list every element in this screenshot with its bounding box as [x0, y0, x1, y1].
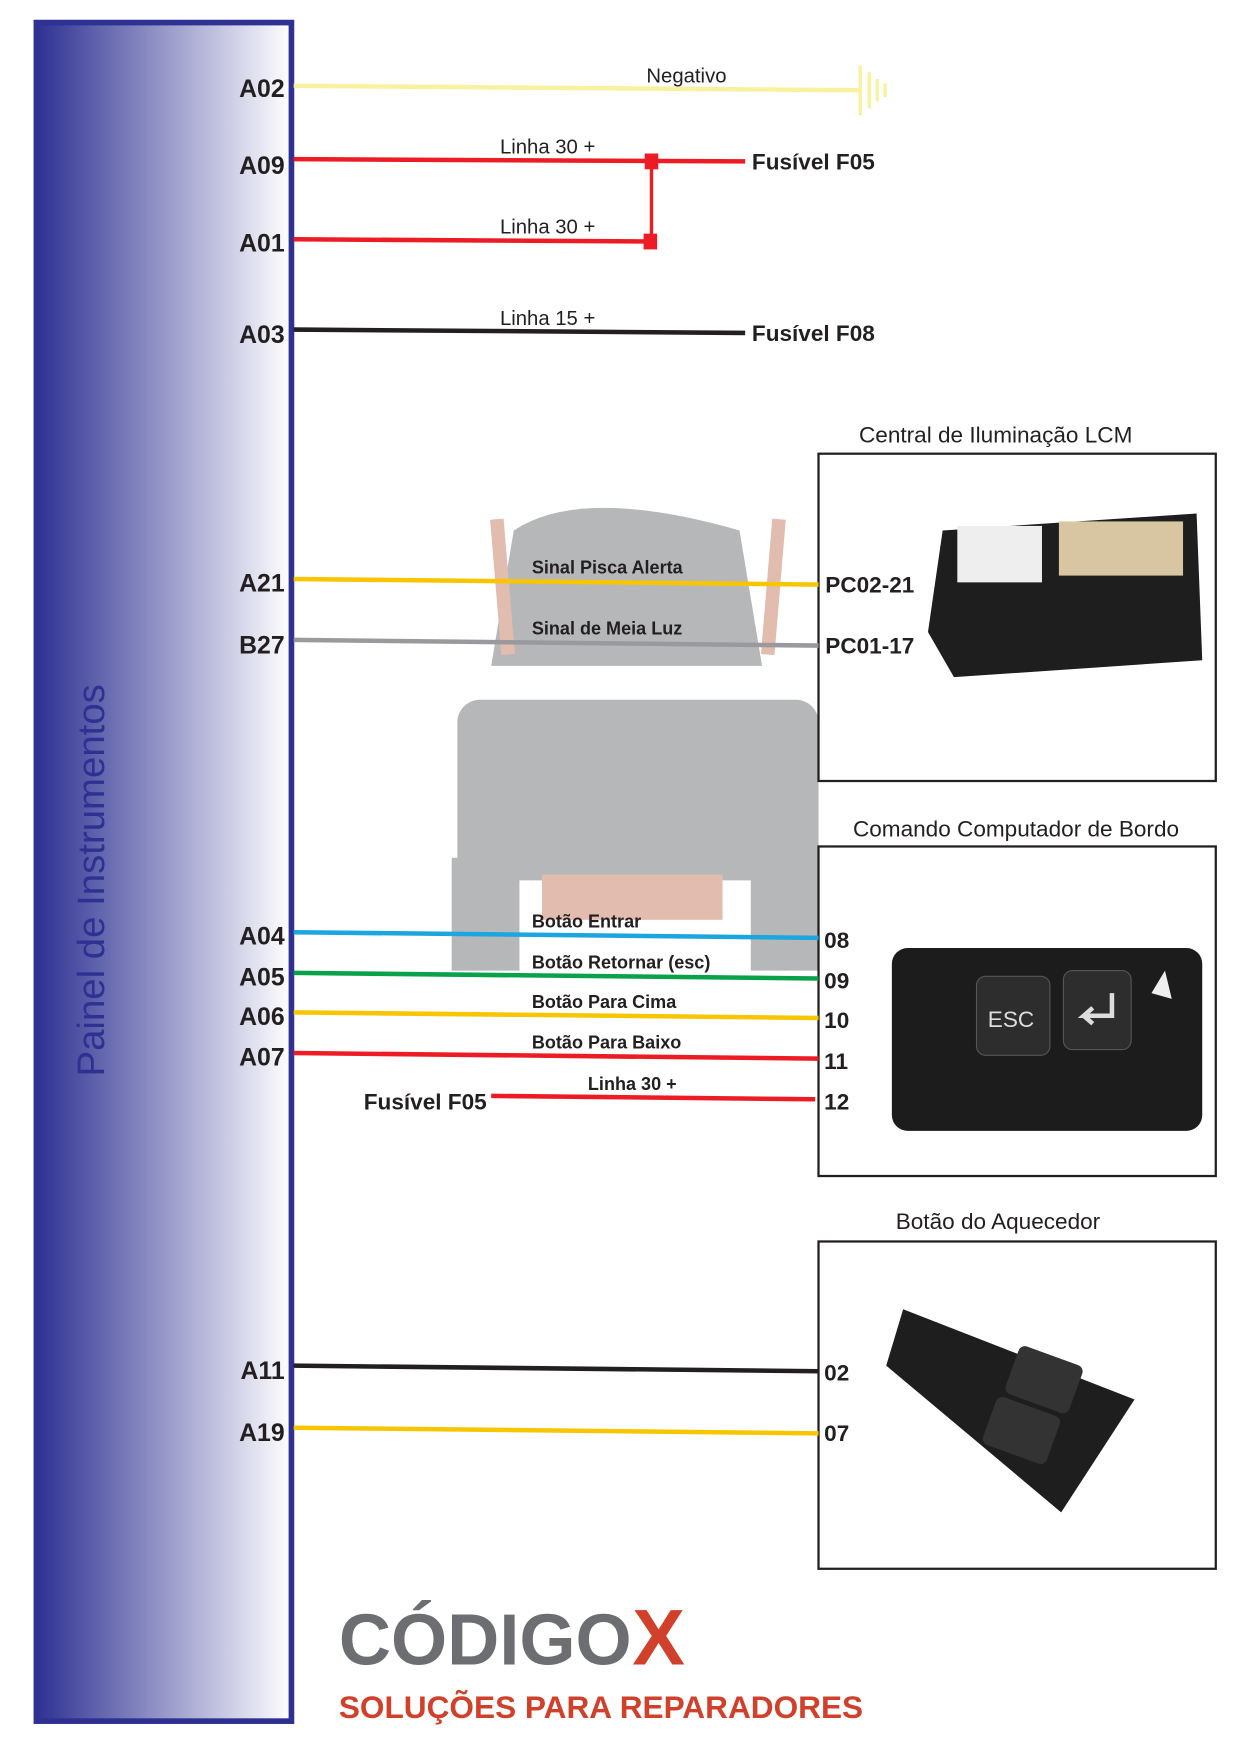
label: 11 — [824, 1049, 848, 1074]
label: Botão Entrar — [532, 912, 641, 932]
wire-a07: A07 Botão Para Baixo 11 — [239, 1032, 848, 1073]
label: A04 — [239, 924, 285, 951]
label: B27 — [239, 632, 285, 659]
panel-title: Painel de Instrumentos — [70, 684, 113, 1076]
heater-box — [817, 1240, 1217, 1570]
lcm-module-image — [927, 513, 1203, 678]
wire-b27: B27 Sinal de Meia Luz PC01-17 — [239, 618, 914, 659]
label: A19 — [239, 1420, 285, 1447]
label: A07 — [239, 1044, 285, 1071]
watermark-brand: CÓDIGO — [339, 1600, 632, 1681]
computer-box — [817, 845, 1217, 1178]
label: Linha 30 + — [588, 1074, 677, 1094]
pin-label: A02 — [239, 76, 285, 103]
watermark-tagline: SOLUÇÕES PARA REPARADORES — [339, 1689, 863, 1725]
label: Fusível F05 — [364, 1089, 487, 1114]
wire-a09: A09 Linha 30 + Fusível F05 — [239, 136, 875, 242]
label: 10 — [824, 1008, 849, 1033]
label: 07 — [824, 1421, 849, 1446]
label: A06 — [239, 1004, 285, 1031]
label: 09 — [824, 969, 849, 994]
wire-a11: A11 02 — [241, 1358, 850, 1385]
instrument-panel — [33, 19, 295, 1724]
label: A05 — [239, 964, 285, 991]
heater-switch-image — [886, 1309, 1135, 1513]
enter-arrow-icon — [1077, 993, 1115, 1026]
label: Botão Para Cima — [532, 992, 677, 1012]
wire-a01: A01 Linha 30 + — [239, 217, 658, 258]
label: Sinal Pisca Alerta — [532, 557, 684, 577]
wire-a21: A21 Sinal Pisca Alerta PC02-21 — [239, 557, 914, 597]
label: Botão Para Baixo — [532, 1032, 681, 1052]
lcm-box — [817, 452, 1217, 783]
truck-watermark-icon — [451, 507, 819, 971]
watermark-x: X — [632, 1593, 685, 1682]
fuse-label: Fusível F08 — [752, 321, 875, 346]
label: 02 — [824, 1360, 849, 1385]
esc-key-label: ESC — [988, 1007, 1034, 1032]
wire-a04: A04 Botão Entrar 08 — [239, 912, 849, 953]
wire-fuse-f05: Fusível F05 Linha 30 + 12 — [364, 1074, 849, 1114]
computer-switch-image: ESC — [891, 948, 1203, 1131]
fuse-label: Fusível F05 — [752, 149, 875, 174]
heater-title: Botão do Aquecedor — [896, 1209, 1101, 1234]
pin-label: A09 — [239, 153, 285, 180]
wire-a02: A02 Negativo — [239, 65, 887, 116]
wire-a03: A03 Linha 15 + Fusível F08 — [239, 308, 875, 349]
label: 08 — [824, 928, 849, 953]
label: A11 — [241, 1358, 285, 1385]
wire-label: Negativo — [646, 65, 726, 87]
wire-a06: A06 Botão Para Cima 10 — [239, 992, 849, 1033]
label: Sinal de Meia Luz — [532, 618, 682, 638]
label: 12 — [824, 1089, 849, 1114]
wire-a05: A05 Botão Retornar (esc) 09 — [239, 952, 849, 993]
wire-a19: A19 07 — [239, 1420, 849, 1447]
label: A21 — [239, 570, 285, 597]
wire-label: Linha 30 + — [500, 217, 595, 239]
pin-label: A03 — [239, 322, 285, 349]
label: PC02-21 — [825, 573, 914, 598]
label: Botão Retornar (esc) — [532, 952, 710, 972]
pin-label: A01 — [239, 231, 285, 258]
label: PC01-17 — [825, 633, 914, 658]
computer-title: Comando Computador de Bordo — [853, 816, 1179, 841]
wire-label: Linha 30 + — [500, 136, 595, 158]
watermark: CÓDIGO X SOLUÇÕES PARA REPARADORES — [339, 1593, 863, 1725]
wire-label: Linha 15 + — [500, 308, 595, 330]
lcm-title: Central de Iluminação LCM — [859, 422, 1132, 447]
ground-icon — [858, 65, 887, 116]
